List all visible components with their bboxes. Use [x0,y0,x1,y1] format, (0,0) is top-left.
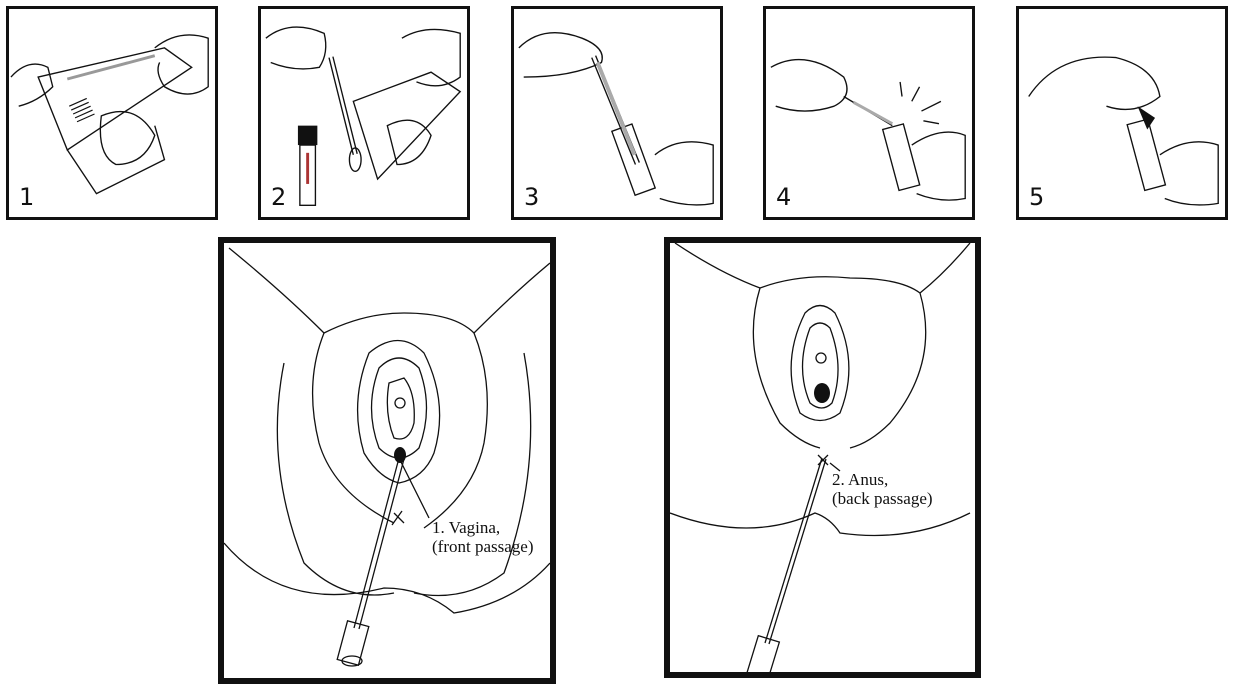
step-number: 2 [271,183,286,211]
vaginal-swab-diagram: 1. Vagina, (front passage) [218,237,556,684]
anal-swab-diagram: 2. Anus, (back passage) [664,237,981,678]
step-1-panel: 1 [6,6,218,220]
step-4-panel: 4 [763,6,975,220]
break-swab-shaft-illustration [766,9,972,217]
vagina-label-line1: 1. Vagina, [432,518,534,537]
remove-swab-illustration [261,9,467,217]
vaginal-swab-illustration [224,243,550,678]
open-swab-package-illustration [9,9,215,217]
vagina-label-line2: (front passage) [432,537,534,556]
insert-swab-into-tube-illustration [514,9,720,217]
anal-swab-illustration [670,243,975,672]
anus-label-line2: (back passage) [832,489,933,508]
step-3-panel: 3 [511,6,723,220]
step-2-panel: 2 [258,6,470,220]
step-number: 5 [1029,183,1044,211]
anus-label: 2. Anus, (back passage) [832,470,933,508]
step-number: 1 [19,183,34,211]
anus-label-line1: 2. Anus, [832,470,933,489]
cap-tube-illustration [1019,9,1225,217]
step-5-panel: 5 [1016,6,1228,220]
vagina-label: 1. Vagina, (front passage) [432,518,534,556]
step-number: 3 [524,183,539,211]
step-number: 4 [776,183,791,211]
